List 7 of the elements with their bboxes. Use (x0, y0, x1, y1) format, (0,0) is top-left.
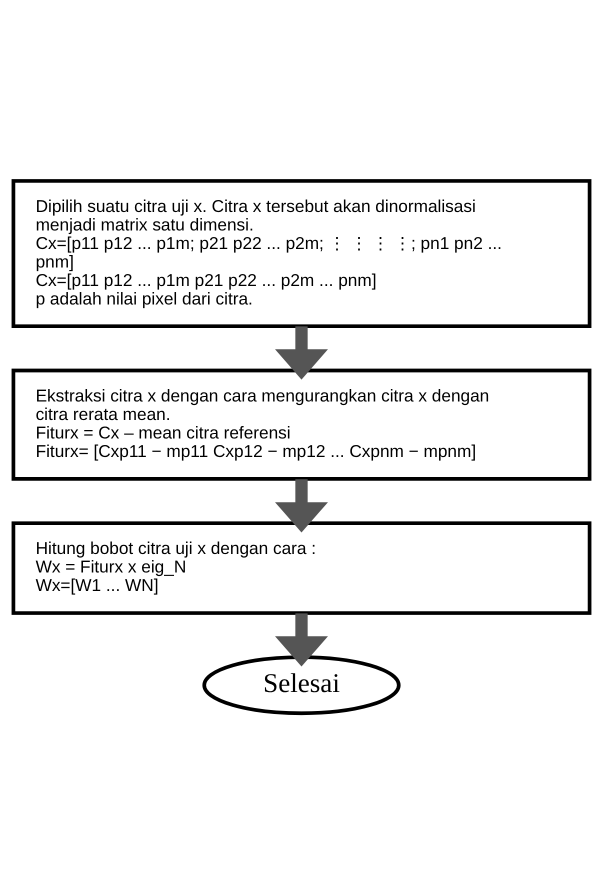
node-ellipse: Selesai (202, 654, 401, 715)
node-box: Ekstraksi citra x dengan cara mengurangkan citra x dengan citra rerata mean. Fiturx = Cx – mean citra referensi Fiturx= [Cxp11 − mp11 Cxp12 − mp12 ... Cxpnm − mpnm] (12, 368, 592, 480)
arrow (275, 612, 328, 666)
arrow (275, 326, 328, 380)
arrow (275, 478, 328, 532)
node-box: Hitung bobot citra uji x dengan cara : Wx = Fiturx x eig_N Wx=[W1 ... WN] (12, 520, 592, 614)
node-box: Dipilih suatu citra uji x. Citra x tersebut akan dinormalisasi menjadi matrix satu dimensi. Cx=[p11 p12 ... p1m; p21 p22 ... p2m; ⋮ ⋮ ⋮ ⋮; pn1 pn2 ... pnm] Cx=[p11 p12 ... p1m p21 p22 ... p2m ... pnm] p adalah nilai pixel dari citra. (12, 178, 592, 328)
